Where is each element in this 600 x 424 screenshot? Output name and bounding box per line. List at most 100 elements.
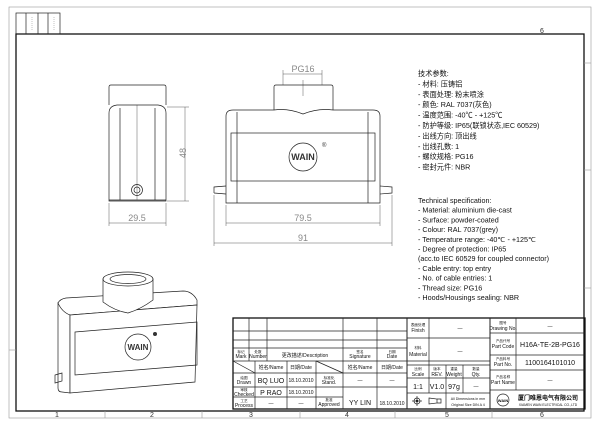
- approved-label-cn: 批准: [325, 397, 333, 402]
- front-view: WAIN ® PG16 79.5 91: [213, 64, 393, 246]
- screw-hole-icon: [131, 184, 143, 196]
- spec-item: - Cable entry: top entry: [418, 264, 492, 273]
- drawing-no-label-cn: 图号: [499, 320, 507, 325]
- revision-box: [15, 12, 61, 35]
- scale-label-cn: 比例: [414, 366, 422, 371]
- drawing-no-label: Drawing No.: [489, 326, 517, 332]
- material-label-cn: 材料: [414, 345, 422, 350]
- spec-heading: 技术参数:: [418, 69, 449, 78]
- process-label-cn: 工艺: [240, 398, 248, 403]
- part-no-value: 1100164101010: [525, 360, 575, 367]
- spec-item: - Surface: powder-coated: [418, 215, 499, 224]
- spec-item: - 温度范围: -40℃ - +125℃: [418, 111, 502, 120]
- weight-label-cn: 重量: [450, 366, 458, 371]
- date-label: Date: [387, 354, 398, 360]
- zone-label: 6: [540, 412, 544, 419]
- mark-label-cn: 标记: [237, 349, 245, 354]
- zone-label-top: 6: [540, 28, 544, 35]
- stand-date: —: [390, 378, 395, 384]
- checked-label-cn: 审核: [240, 387, 248, 392]
- signature-label-cn: 签名: [356, 349, 364, 354]
- spec-item: - 出线方向: 顶出线: [418, 131, 477, 140]
- part-no-label: Part No.: [494, 362, 512, 368]
- spec-item: - No. of cable entries: 1: [418, 274, 492, 283]
- wain-logo: [288, 142, 318, 172]
- spec-item: - 螺纹规格: PG16: [418, 152, 474, 161]
- checked-label: Checked: [234, 392, 254, 398]
- company-name-en: XIAMEN WAIN ELECTRICAL CO.,LTD: [519, 403, 578, 407]
- date-header: 日期/Date: [290, 365, 312, 371]
- process-label: Process: [235, 403, 254, 409]
- side-view: 48 29.5: [108, 84, 189, 226]
- dim-depth: 29.5: [128, 213, 146, 223]
- dim-thread: PG16: [291, 64, 314, 74]
- signature-label: Signature: [349, 354, 371, 360]
- size-note: Original Size DIN A 4: [451, 403, 485, 407]
- part-code-value: H16A-TE-2B-PG16: [520, 342, 580, 349]
- qty-value: —: [474, 384, 479, 390]
- qty-label: Qty.: [472, 372, 481, 378]
- process-date: —: [299, 401, 304, 407]
- wain-logo-iso: [124, 333, 152, 361]
- date-label-cn: 日期: [388, 349, 396, 354]
- name-header-2: 姓名/Name: [348, 364, 373, 371]
- spec-item: (acc.to IEC 60529 for coupled connector): [418, 254, 549, 263]
- spec-item: - 出线孔数: 1: [418, 142, 459, 151]
- drawn-label: Drawn: [237, 380, 252, 386]
- material-label: Material: [409, 352, 427, 358]
- drawing-no-value: —: [548, 324, 553, 330]
- weight-value: 97g: [448, 384, 460, 391]
- spec-item: - Colour: RAL 7037(grey): [418, 225, 498, 234]
- rev-label: REV.: [431, 372, 442, 378]
- stand-label: Stand.: [322, 380, 336, 386]
- drawn-date: 18.10.2010: [288, 378, 313, 384]
- name-header: 姓名/Name: [259, 364, 284, 371]
- spec-item: - Hoods/Housings sealing: NBR: [418, 293, 519, 302]
- finish-value: —: [458, 326, 463, 332]
- spec-item: - Degree of protection: IP65: [418, 245, 506, 254]
- approved-name: YY LIN: [349, 400, 371, 407]
- date-header-2: 日期/Date: [381, 365, 403, 371]
- qty-label-cn: 数量: [472, 366, 480, 371]
- rev-label-cn: 版本: [433, 366, 441, 371]
- scale-label: Scale: [412, 372, 425, 378]
- part-code-label-cn: 产品代号: [496, 338, 511, 343]
- rev-value: V1.0: [430, 384, 445, 391]
- registered-mark: ®: [322, 142, 327, 149]
- zone-dividers: [9, 62, 591, 418]
- dim-width-outer: 91: [298, 233, 308, 243]
- logo-text: WAIN: [291, 152, 315, 162]
- number-label: Number: [249, 354, 267, 360]
- process-name: —: [269, 401, 274, 407]
- zone-label: 2: [150, 412, 154, 419]
- zone-label: 5: [445, 412, 449, 419]
- spec-list-cn: 技术参数:- 材料: 压铸铝- 表面处理: 粉末喷涂- 颜色: RAL 7037…: [418, 69, 539, 172]
- number-label-cn: 处数: [254, 349, 262, 354]
- approved-label: Approved: [318, 402, 340, 408]
- stand-label-cn: 标准化: [324, 375, 335, 380]
- mark-label: Mark: [235, 354, 247, 360]
- spec-item: - 密封元件: NBR: [418, 163, 470, 172]
- checked-name: P RAO: [260, 390, 282, 397]
- part-name-label: Part Name: [491, 380, 515, 386]
- dimensions-note: All Dimensions in mm: [451, 397, 486, 401]
- checked-date: 18.10.2010: [288, 390, 313, 396]
- part-name-label-cn: 产品名称: [496, 374, 511, 379]
- spec-item: - Material: aluminium die-cast: [418, 206, 512, 215]
- part-name-value: —: [548, 378, 553, 384]
- weight-label: Weight: [446, 372, 462, 378]
- finish-label: Finish: [411, 328, 425, 334]
- approved-date: 18.10.2010: [379, 401, 404, 407]
- spec-item: - 防护等级: IP65(联锁状态,IEC 60529): [418, 121, 539, 130]
- dim-height: 48: [178, 148, 188, 158]
- spec-item: - Thread size: PG16: [418, 283, 482, 292]
- drawn-name: BQ LUO: [258, 378, 285, 385]
- description-label: 更改描述/Description: [282, 352, 329, 359]
- title-block: 标记 Mark 处数 Number 更改描述/Description 签名 Si…: [232, 317, 586, 410]
- drawn-label-cn: 绘图: [240, 375, 248, 380]
- company-logo-text: WAIN: [498, 398, 509, 403]
- company-logo: WAIN: [496, 393, 510, 407]
- part-code-label: Part Code: [492, 344, 515, 350]
- isometric-view: WAIN: [54, 271, 198, 394]
